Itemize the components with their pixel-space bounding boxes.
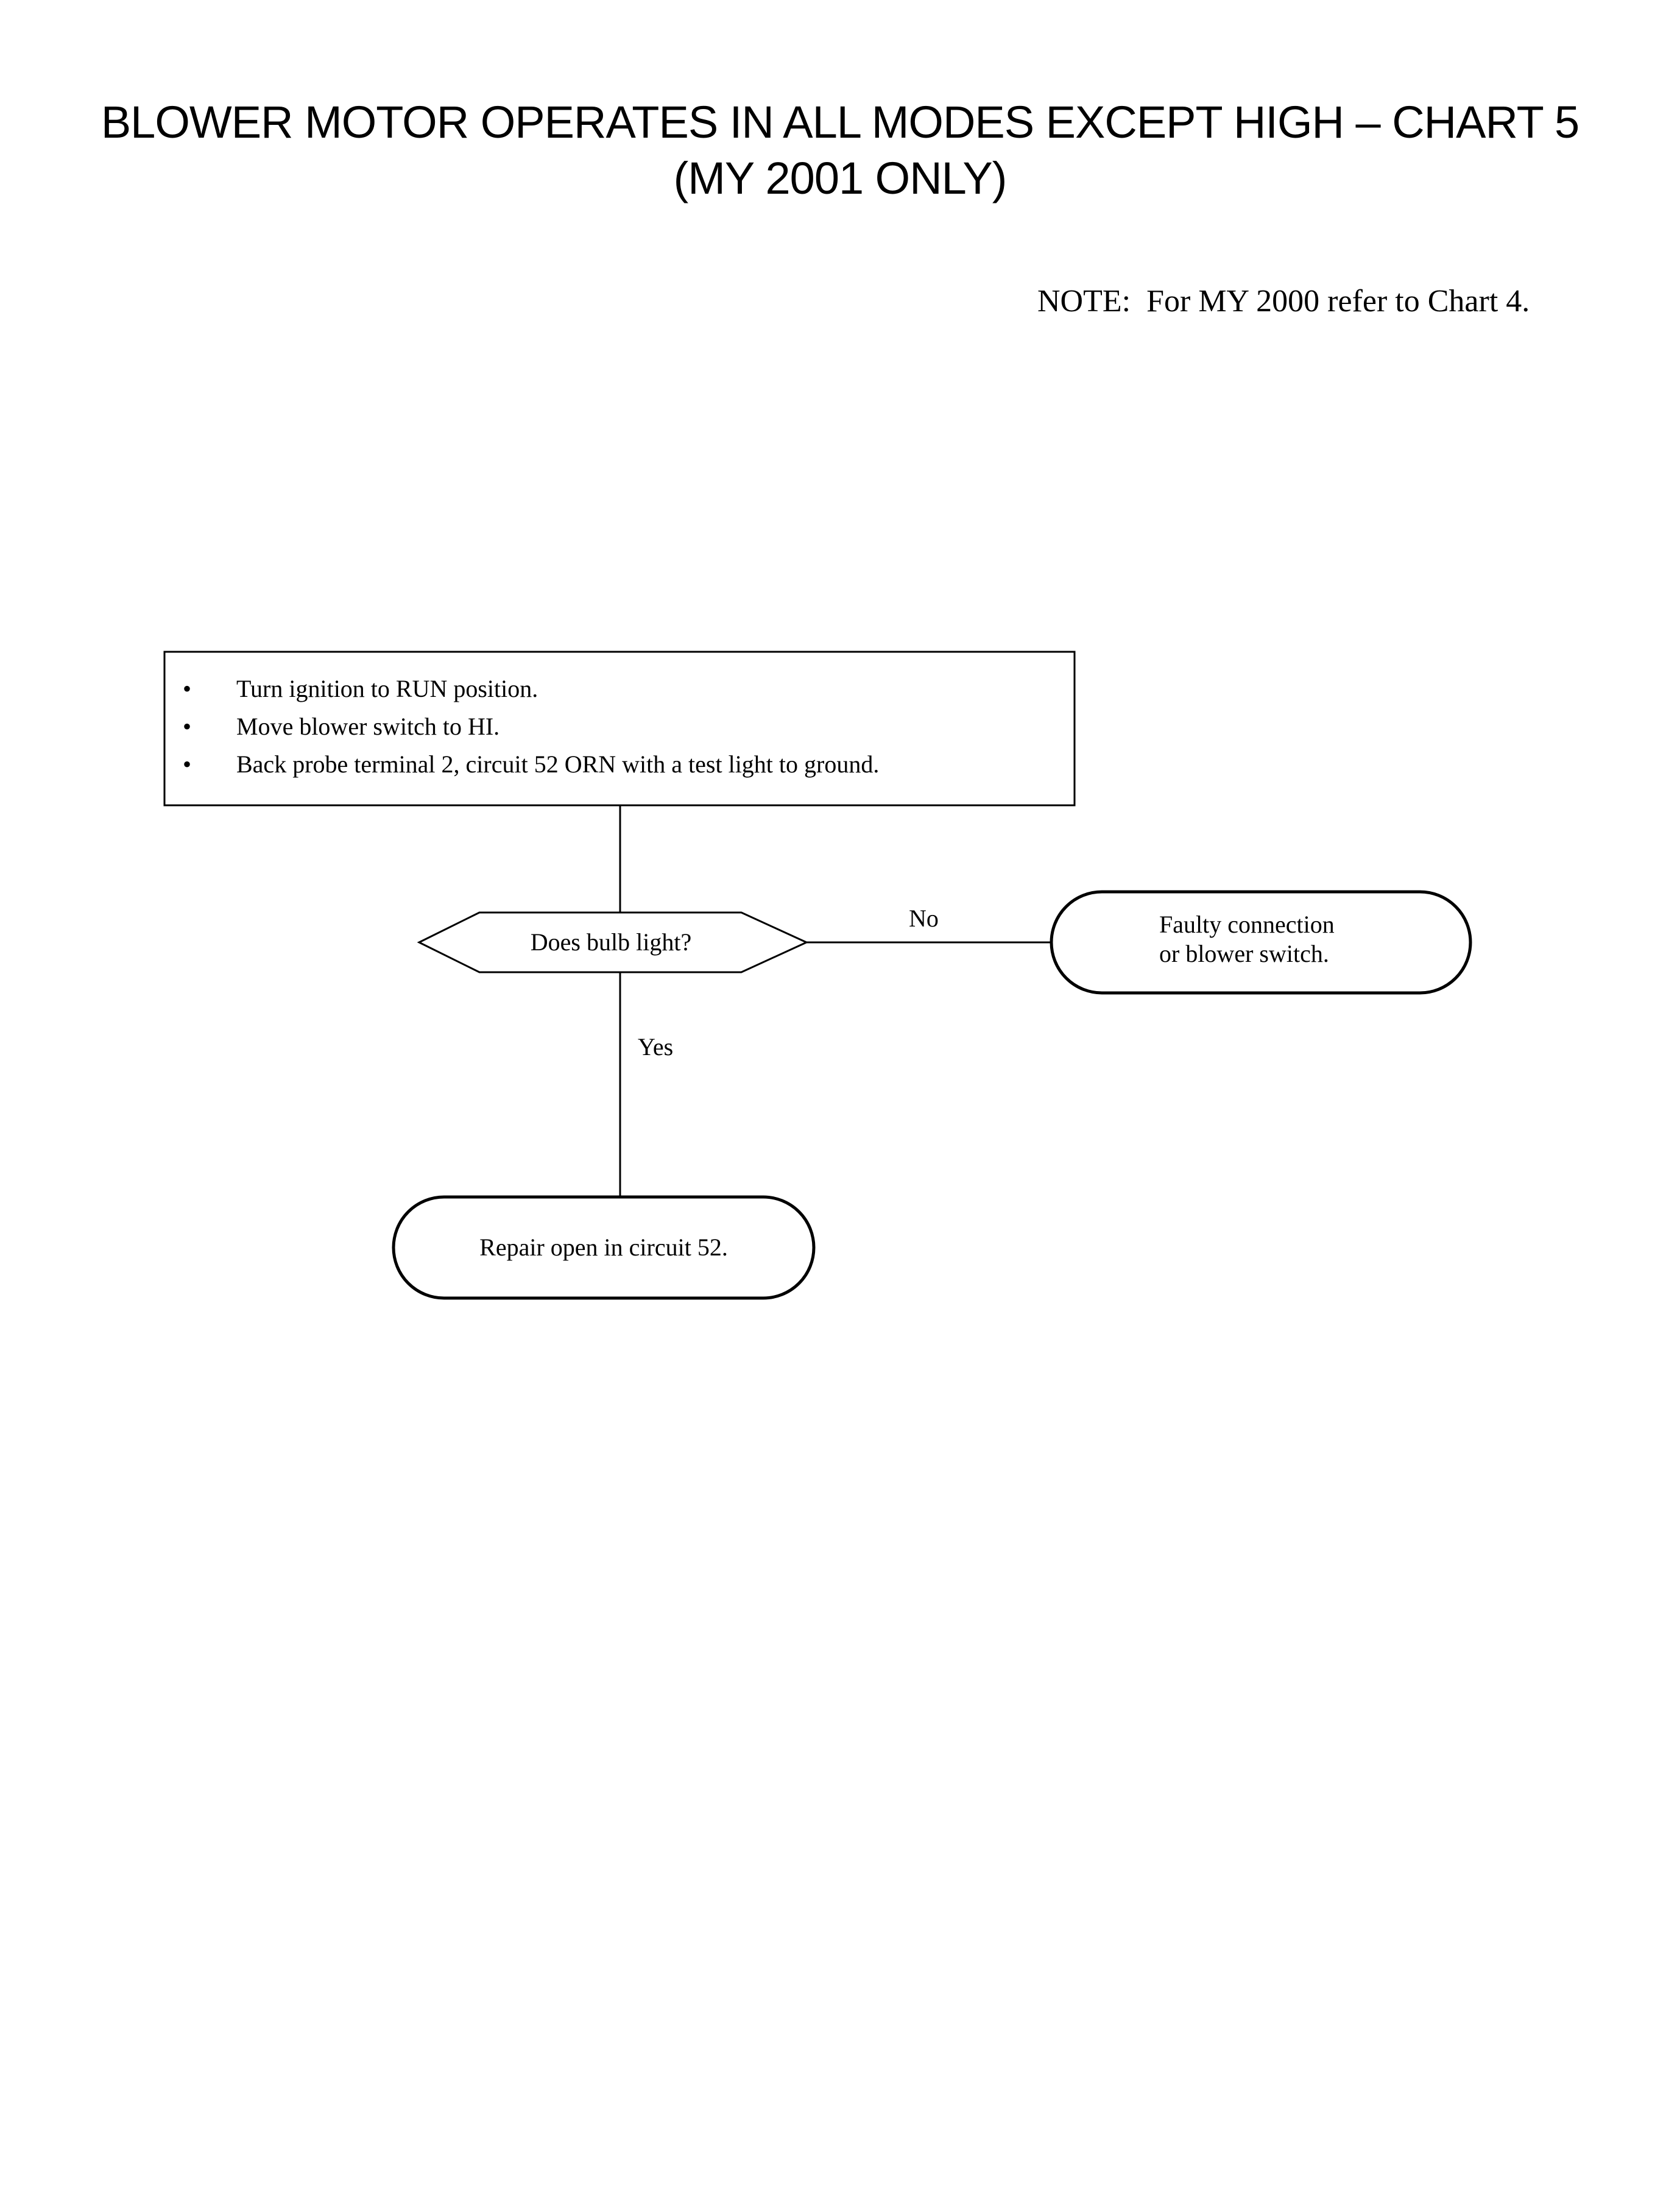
outcome-no-shape [1050,890,1472,995]
outcome-no-line-2: or blower switch. [1159,940,1329,967]
step-item-text: Back probe terminal 2, circuit 52 ORN wi… [236,750,880,778]
bullet-icon: • [183,713,192,740]
step-list: • Turn ignition to RUN position. • Move bl… [183,670,879,783]
step-item-text: Turn ignition to RUN position. [236,675,538,702]
page-title: BLOWER MOTOR OPERATES IN ALL MODES EXCEP… [0,94,1680,207]
step-item: • Turn ignition to RUN position. [183,670,879,708]
note-text: NOTE: For MY 2000 refer to Chart 4. [1037,284,1530,319]
outcome-no-text: Faulty connection or blower switch. [1159,910,1335,969]
outcome-no-line-1: Faulty connection [1159,911,1335,938]
decision-label: Does bulb light? [530,928,692,956]
step-box [163,651,1076,807]
yes-label: Yes [638,1033,674,1061]
title-line-1: BLOWER MOTOR OPERATES IN ALL MODES EXCEP… [101,97,1579,147]
bullet-icon: • [183,750,192,778]
step-item: • Back probe terminal 2, circuit 52 ORN w… [183,746,879,783]
bullet-icon: • [183,675,192,702]
title-line-2: (MY 2001 ONLY) [673,153,1008,203]
outcome-yes-shape [392,1195,816,1300]
step-item-text: Move blower switch to HI. [236,713,500,740]
step-item: • Move blower switch to HI. [183,708,879,746]
outcome-yes-text: Repair open in circuit 52. [479,1234,728,1261]
no-label: No [909,905,939,932]
